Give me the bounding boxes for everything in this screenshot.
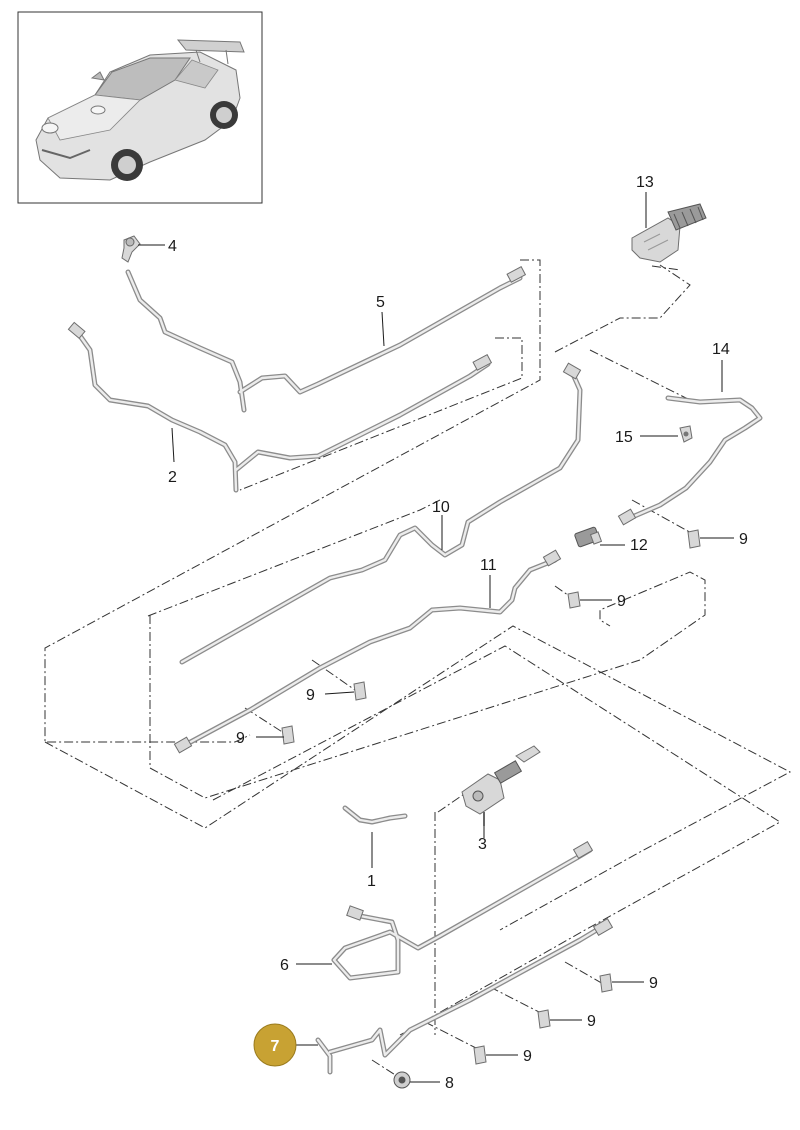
- pipe-highlight: [183, 558, 557, 747]
- callout-15[interactable]: 15: [615, 429, 633, 446]
- part-components: [67, 203, 707, 1089]
- callout-1[interactable]: 1: [367, 873, 376, 890]
- callout-12[interactable]: 12: [630, 537, 648, 554]
- callout-6[interactable]: 6: [280, 957, 289, 974]
- callout-9-d[interactable]: 9: [236, 730, 245, 747]
- car-overview-icon: [35, 39, 245, 181]
- pipe-highlight: [76, 331, 490, 492]
- part-12-connector: [574, 526, 603, 548]
- assembly-outlines: [44, 259, 792, 1079]
- pipe-highlight: [343, 806, 407, 824]
- part-8-nut: [393, 1071, 411, 1089]
- overview-thumbnail: [17, 11, 263, 204]
- pipes: [75, 269, 763, 1075]
- callout-2[interactable]: 2: [168, 469, 177, 486]
- part-9-clip: [353, 681, 367, 701]
- part-9-clip: [687, 529, 701, 549]
- callout-8[interactable]: 8: [445, 1075, 454, 1092]
- pipe-highlight: [316, 926, 602, 1074]
- part-9-clip: [473, 1045, 487, 1065]
- part-9-clip: [599, 973, 613, 993]
- callouts: 4 5 2 10 11 12 9 9 9 9 13 14 15 3 1 6 9 …: [168, 174, 748, 1092]
- pipe-highlight: [628, 396, 762, 520]
- part-9-clip: [537, 1009, 551, 1029]
- callout-4[interactable]: 4: [168, 238, 177, 255]
- part-3-cylinder: [461, 745, 541, 826]
- callout-3[interactable]: 3: [478, 836, 487, 853]
- callout-10[interactable]: 10: [432, 499, 450, 516]
- part-9-clip: [567, 591, 581, 609]
- callout-7-highlight[interactable]: 7: [253, 1023, 297, 1067]
- leader-lines: [138, 192, 734, 1083]
- callout-9-g[interactable]: 9: [523, 1048, 532, 1065]
- pipe-highlight: [180, 370, 582, 664]
- callout-5[interactable]: 5: [376, 294, 385, 311]
- callout-9-b[interactable]: 9: [617, 593, 626, 610]
- callout-7[interactable]: 7: [271, 1038, 280, 1055]
- part-15-clip: [679, 425, 693, 443]
- pipe-highlight: [332, 848, 592, 980]
- part-4-fitting: [121, 235, 141, 263]
- callout-9-a[interactable]: 9: [739, 531, 748, 548]
- part-13-valve: [631, 203, 707, 263]
- callout-13[interactable]: 13: [636, 174, 654, 191]
- part-9-clip: [281, 725, 295, 745]
- callout-9-e[interactable]: 9: [649, 975, 658, 992]
- callout-14[interactable]: 14: [712, 341, 730, 358]
- callout-9-c[interactable]: 9: [306, 687, 315, 704]
- callout-9-f[interactable]: 9: [587, 1013, 596, 1030]
- pipe-highlight: [126, 270, 522, 412]
- callout-11[interactable]: 11: [480, 557, 497, 574]
